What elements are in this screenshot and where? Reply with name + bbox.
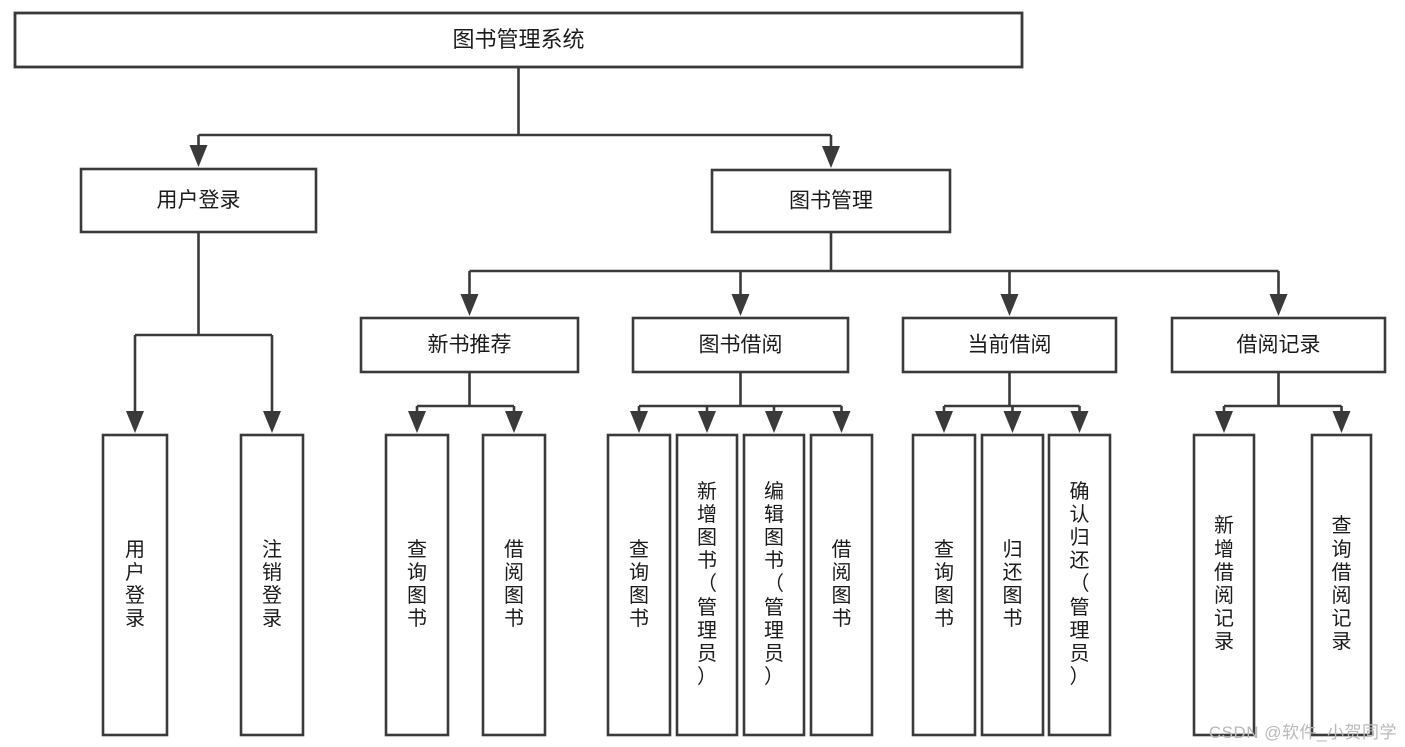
arrow-mgmt-to-level3-0 [460, 294, 479, 316]
connector-layer [126, 67, 1351, 433]
leaf-node-box-4[interactable] [606, 433, 672, 737]
root-node-box[interactable] [13, 11, 1024, 69]
arrow-图书借阅-to-leaf-2 [765, 411, 783, 433]
level3-node-box-0[interactable] [359, 316, 580, 374]
arrow-当前借阅-to-leaf-1 [1003, 411, 1022, 433]
leaf-node-box-7[interactable] [809, 433, 874, 737]
level2-node-label-0: 用户登录 [157, 189, 241, 212]
leaf-node-box-5[interactable] [675, 433, 739, 737]
arrow-图书借阅-to-leaf-3 [832, 411, 851, 433]
leaf-node-box-6[interactable] [742, 433, 806, 737]
level3-node-label-1: 图书借阅 [699, 334, 783, 357]
arrow-借阅记录-to-leaf-1 [1332, 411, 1351, 433]
level3-node-label-2: 当前借阅 [968, 334, 1052, 357]
arrow-用户登录-to-leaf-0 [126, 411, 144, 433]
level3-node-box-2[interactable] [901, 316, 1118, 374]
arrow-新书推荐-to-leaf-1 [505, 411, 523, 433]
arrow-root-to-level2-0 [189, 145, 208, 167]
node-box-layer [13, 11, 1387, 737]
leaf-node-box-0[interactable] [101, 433, 169, 737]
root-node-label: 图书管理系统 [452, 27, 584, 52]
leaf-node-box-11[interactable] [1192, 433, 1256, 737]
level2-node-label-1: 图书管理 [789, 190, 873, 213]
leaf-node-box-2[interactable] [384, 433, 450, 737]
level3-node-label-3: 借阅记录 [1237, 334, 1321, 357]
watermark-text: CSDN @软件_小贺同学 [1208, 723, 1397, 742]
arrow-mgmt-to-level3-3 [1269, 294, 1288, 316]
level2-node-box-0[interactable] [79, 167, 318, 234]
arrow-mgmt-to-level3-2 [1000, 294, 1019, 316]
level3-node-box-1[interactable] [631, 316, 850, 374]
level2-node-box-1[interactable] [710, 168, 952, 234]
arrow-当前借阅-to-leaf-0 [935, 411, 953, 433]
arrow-mgmt-to-level3-1 [731, 294, 750, 316]
leaf-node-box-12[interactable] [1310, 433, 1373, 737]
arrow-root-to-level2-1 [822, 146, 840, 168]
arrow-用户登录-to-leaf-1 [263, 411, 281, 433]
arrow-当前借阅-to-leaf-2 [1070, 411, 1089, 433]
leaf-node-box-9[interactable] [980, 433, 1045, 737]
leaf-node-box-1[interactable] [239, 433, 305, 737]
leaf-node-box-3[interactable] [481, 433, 547, 737]
level3-node-label-0: 新书推荐 [428, 334, 512, 357]
leaf-node-box-10[interactable] [1047, 433, 1112, 737]
arrow-图书借阅-to-leaf-1 [698, 411, 716, 433]
arrow-新书推荐-to-leaf-0 [408, 411, 426, 433]
leaf-node-box-8[interactable] [911, 433, 977, 737]
arrow-借阅记录-to-leaf-0 [1215, 411, 1233, 433]
arrow-图书借阅-to-leaf-0 [630, 411, 648, 433]
level3-node-box-3[interactable] [1170, 316, 1387, 374]
